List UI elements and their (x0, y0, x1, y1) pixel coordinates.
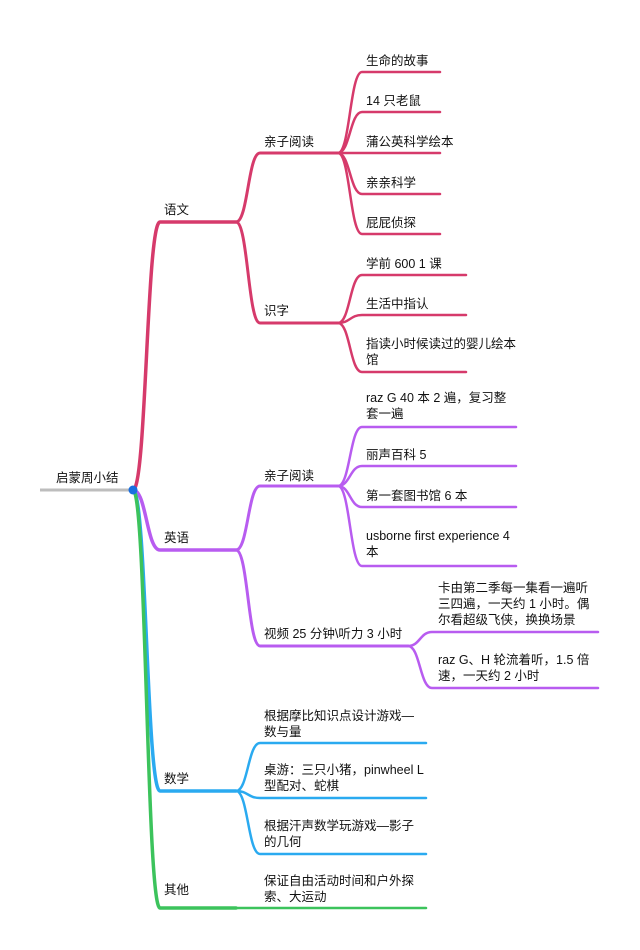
yingyu-shipin-link (234, 548, 410, 648)
yuwen-shizi-link (234, 220, 340, 325)
shuxue-item-link-3 (234, 789, 428, 856)
yingyu-shipin-item-link-2 (406, 644, 600, 690)
yingyu-shipin-item-link-1 (406, 630, 600, 648)
branch-yingyu-link (131, 488, 238, 552)
yuwen-qinzi-item-2: 14 只老鼠 (366, 94, 421, 108)
yuwen-qinzi-item-link-2 (336, 110, 442, 155)
shuxue-item-link-1 (234, 741, 428, 793)
branch-yuwen-link (131, 220, 238, 492)
branch-yuwen-label: 语文 (164, 203, 190, 217)
yuwen-qinzi-label: 亲子阅读 (264, 135, 315, 149)
shuxue-item-3: 根据汗声数学玩游戏—影子的几何 (264, 819, 415, 849)
shuxue-item-1: 根据摩比知识点设计游戏—数与量 (264, 709, 415, 739)
yuwen-qinzi-item-5: 屁屁侦探 (366, 216, 417, 230)
root-label: 启蒙周小结 (56, 471, 119, 485)
yuwen-qinzi-item-link-5 (336, 151, 442, 236)
yingyu-qinzi-label: 亲子阅读 (264, 469, 315, 483)
yuwen-shizi-item-link-1 (336, 273, 468, 325)
yuwen-shizi-item-3: 指读小时候读过的婴儿绘本馆 (366, 337, 517, 367)
yuwen-shizi-label: 识字 (264, 304, 290, 318)
yuwen-shizi-item-link-2 (336, 313, 468, 325)
yingyu-qinzi-item-link-1 (336, 425, 518, 488)
shuxue-item-2: 桌游：三只小猪，pinwheel L 型配对、蛇棋 (264, 763, 424, 793)
yuwen-qinzi-item-4: 亲亲科学 (366, 176, 417, 190)
yingyu-shipin-item-1: 卡由第二季每一集看一遍听三四遍，一天约 1 小时。偶尔看超级飞侠，换换场景 (438, 581, 590, 627)
yingyu-qinzi-item-1: raz G 40 本 2 遍，复习整套一遍 (366, 391, 507, 421)
yingyu-shipin-label: 视频 25 分钟\听力 3 小时 (264, 627, 403, 641)
yuwen-shizi-item-link-3 (336, 321, 468, 374)
branch-qita-label: 其他 (164, 883, 190, 897)
yuwen-qinzi-link (234, 151, 340, 224)
yuwen-qinzi-item-link-1 (336, 70, 442, 155)
yuwen-qinzi-item-1: 生命的故事 (366, 54, 429, 68)
yingyu-qinzi-item-link-4 (336, 484, 518, 568)
yingyu-qinzi-link (234, 484, 340, 552)
branch-shuxue-label: 数学 (164, 772, 190, 786)
yuwen-shizi-item-2: 生活中指认 (366, 297, 429, 311)
root-hub-dot[interactable] (128, 485, 138, 495)
yingyu-qinzi-item-link-2 (336, 464, 518, 488)
yuwen-qinzi-item-3: 蒲公英科学绘本 (366, 135, 454, 149)
branch-qita-link (131, 488, 238, 910)
branch-yingyu-label: 英语 (164, 531, 190, 545)
yingyu-shipin-item-2: raz G、H 轮流着听，1.5 倍速，一天约 2 小时 (438, 653, 590, 683)
qita-item-1: 保证自由活动时间和户外探索、大运动 (264, 874, 415, 904)
yingyu-qinzi-item-3: 第一套图书馆 6 本 (366, 489, 468, 503)
yingyu-qinzi-item-2: 丽声百科 5 (366, 448, 427, 462)
yuwen-shizi-item-1: 学前 600 1 课 (366, 257, 442, 271)
yingyu-qinzi-item-4: usborne first experience 4 本 (366, 529, 510, 559)
